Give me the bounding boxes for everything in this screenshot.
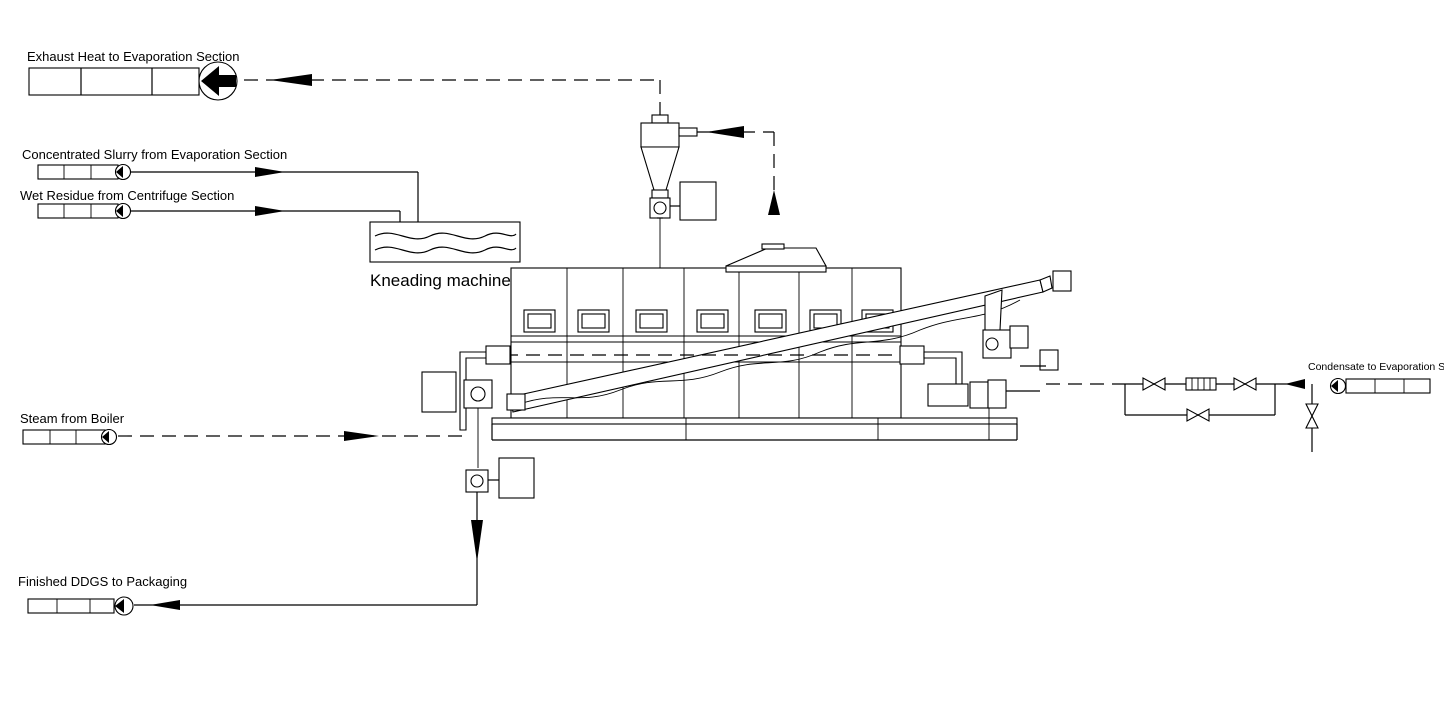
- concentrated-slurry-label: Concentrated Slurry from Evaporation Sec…: [22, 147, 287, 162]
- exhaust-flow-arrow-icon: [270, 74, 312, 86]
- exhaust-arrow-icon: [201, 66, 236, 96]
- kneading-machine: [369, 221, 521, 263]
- discharge-motor-box: [498, 457, 535, 499]
- exhaust-line: [244, 74, 661, 115]
- left-motor-box: [421, 371, 457, 413]
- condensate-label: Condensate to Evaporation Section: [1308, 361, 1444, 373]
- dryer-right-piping: [899, 345, 1059, 409]
- dryer-body: [491, 243, 1018, 441]
- finished-ddgs-connector: [27, 596, 477, 616]
- kneading-machine-label: Kneading machine: [370, 271, 511, 290]
- discharge-rotary-valve: [465, 408, 535, 605]
- exhaust-heat-connector: [28, 61, 238, 101]
- conveyor-motor-box: [1052, 270, 1072, 292]
- cyclone-inlet-line: [697, 126, 780, 215]
- steam-connector: [22, 428, 462, 446]
- finished-ddgs-label: Finished DDGS to Packaging: [18, 574, 187, 589]
- dryer-hood: [725, 247, 827, 267]
- bypass-valve-icon: [1186, 408, 1210, 422]
- wet-residue-connector: [37, 202, 401, 222]
- inclined-screw-conveyor: [509, 270, 1072, 413]
- steam-from-boiler-label: Steam from Boiler: [20, 411, 125, 426]
- cyclone-separator: [640, 114, 717, 355]
- condensate-connector: [1329, 377, 1431, 395]
- strainer-icon: [1185, 377, 1217, 391]
- slurry-connector: [37, 163, 419, 222]
- wet-residue-label: Wet Residue from Centrifuge Section: [20, 188, 234, 203]
- drain-valve-icon: [1305, 403, 1319, 429]
- cyclone-motor-box: [679, 181, 717, 221]
- valve-icon: [1142, 377, 1166, 391]
- condensate-line: [1046, 377, 1319, 452]
- dryer-left-piping: [421, 345, 905, 431]
- exhaust-heat-label: Exhaust Heat to Evaporation Section: [27, 49, 239, 64]
- valve-icon: [1233, 377, 1257, 391]
